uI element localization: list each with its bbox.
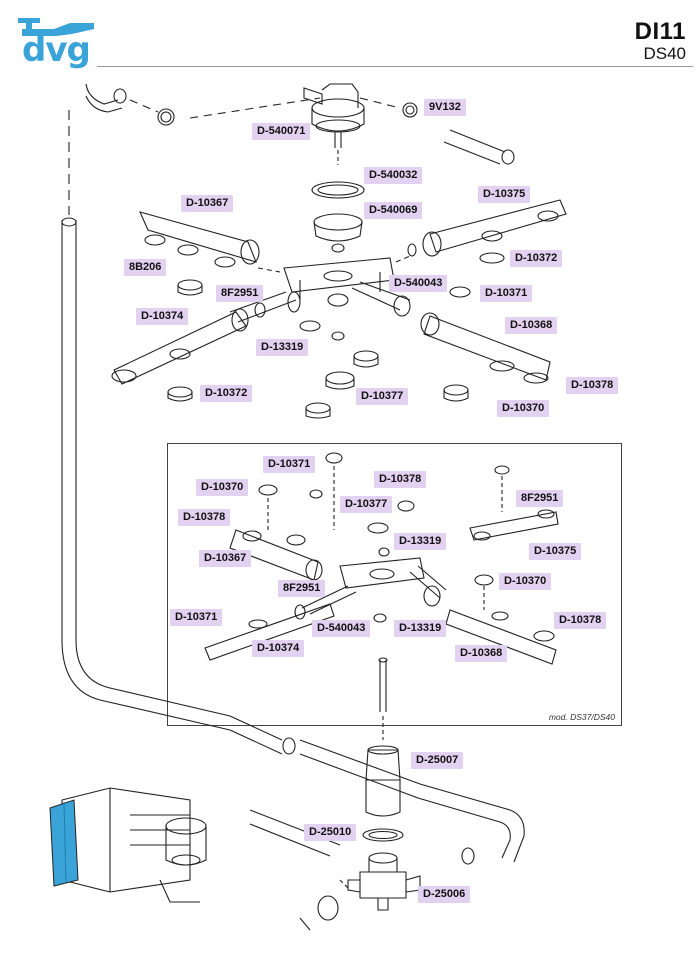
part-label: D-10370: [497, 400, 550, 417]
pump-motor-cap: [49, 799, 79, 887]
part-label: D-540043: [389, 275, 448, 292]
part-label: 8F2951: [278, 580, 326, 597]
part-label: D-10367: [199, 550, 252, 567]
drain-hose-vertical: [61, 220, 77, 640]
part-label: D-10372: [200, 385, 253, 402]
part-label: D-10370: [499, 573, 552, 590]
part-label: D-13319: [394, 620, 447, 637]
part-label: D-10375: [478, 186, 531, 203]
part-label: D-10378: [566, 377, 619, 394]
part-label: D-25006: [418, 886, 471, 903]
part-label: D-13319: [256, 339, 309, 356]
part-label: D-10372: [510, 250, 563, 267]
part-label: D-10375: [529, 543, 582, 560]
part-label: D-10378: [554, 612, 607, 629]
part-label: D-13319: [394, 533, 447, 550]
part-label: D-10374: [252, 640, 305, 657]
part-label: D-10378: [178, 509, 231, 526]
part-label: D-10378: [374, 471, 427, 488]
part-label: 9V132: [424, 99, 466, 116]
model-code: DI11: [634, 18, 686, 45]
brand-logo: [14, 14, 100, 78]
part-label: D-25010: [304, 824, 357, 841]
part-label: D-10370: [196, 479, 249, 496]
part-label: D-540069: [364, 202, 423, 219]
part-label: D-10368: [455, 645, 508, 662]
brand-name: dvg: [22, 30, 91, 70]
part-label: 8F2951: [516, 490, 564, 507]
inset-frame: mod. DS37/DS40: [167, 443, 622, 726]
inset-caption: mod. DS37/DS40: [548, 712, 615, 722]
part-label: D-10371: [170, 609, 223, 626]
part-label: D-540071: [252, 123, 311, 140]
part-label: D-10367: [181, 195, 234, 212]
part-label: 8B206: [124, 259, 167, 276]
part-label: D-10368: [505, 317, 558, 334]
faucet-icon: [18, 18, 94, 36]
part-label: D-540043: [312, 620, 371, 637]
part-label: D-10377: [340, 496, 393, 513]
part-label: D-25007: [411, 752, 464, 769]
part-label: D-10371: [480, 285, 533, 302]
header-divider: [97, 66, 693, 67]
part-label: D-10377: [356, 388, 409, 405]
part-label: 8F2951: [216, 285, 264, 302]
model-subtitle: DS40: [643, 44, 686, 63]
part-label: D-10374: [136, 308, 189, 325]
part-label: D-540032: [364, 167, 423, 184]
part-label: D-10371: [263, 456, 316, 473]
